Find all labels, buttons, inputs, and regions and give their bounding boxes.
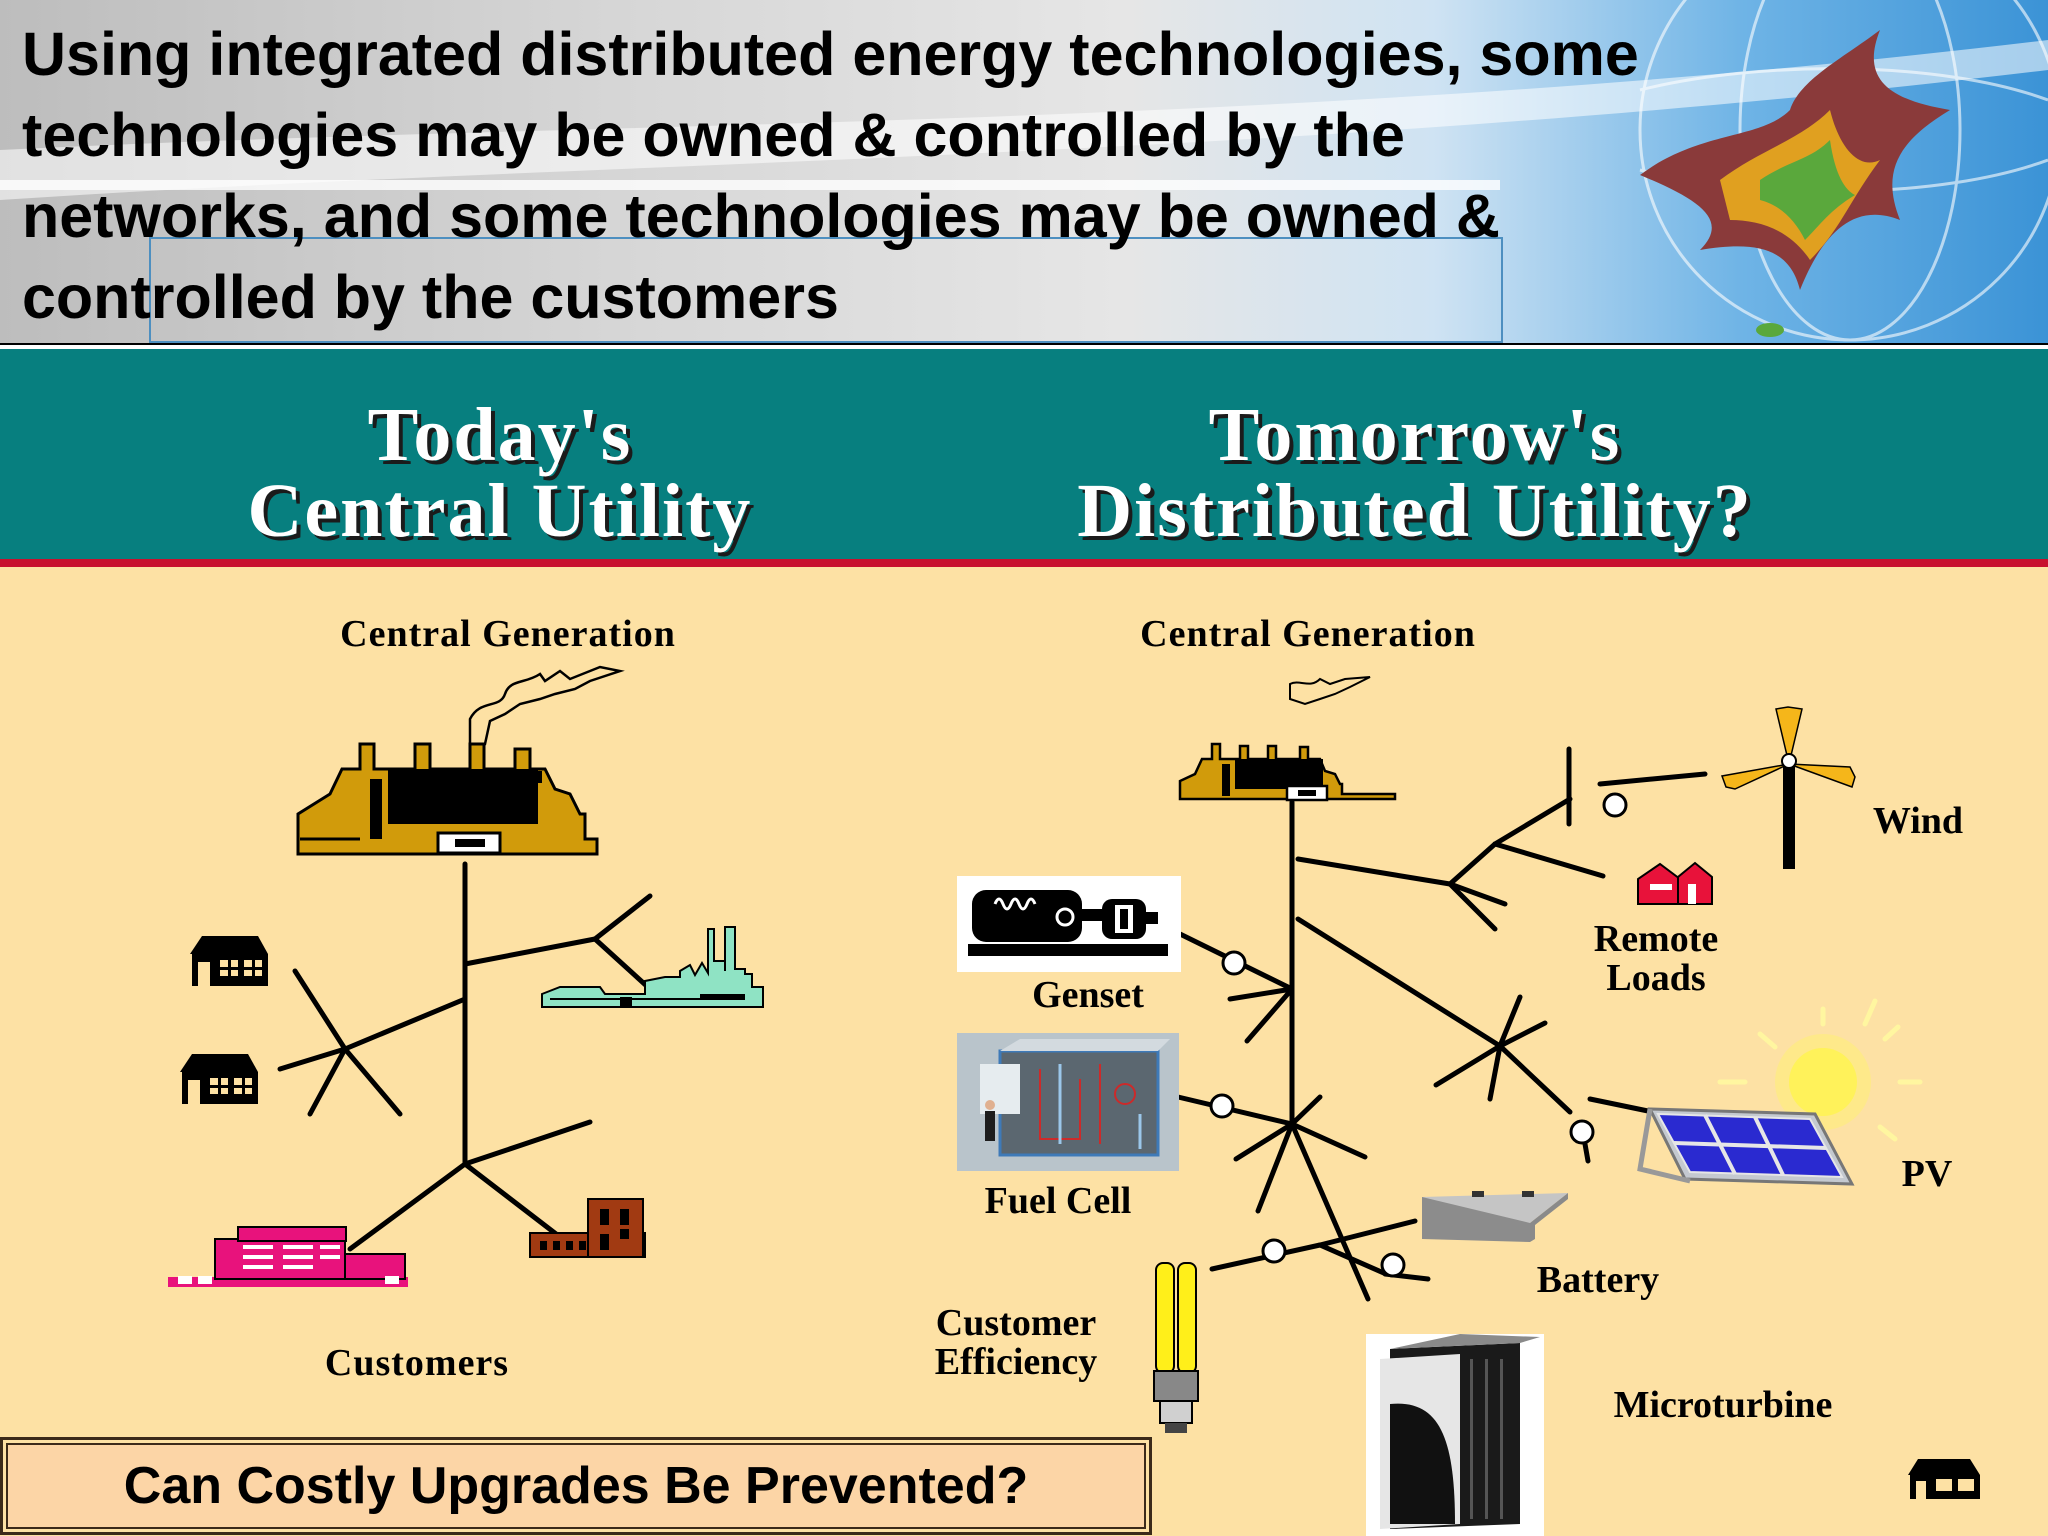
- house-icon: [1908, 1459, 1980, 1499]
- upgrade-question-box: Can Costly Upgrades Be Prevented?: [0, 1437, 1152, 1535]
- remote-loads-label-line1: Remote: [1594, 918, 1718, 960]
- today-central-generation-label: Central Generation: [340, 613, 676, 655]
- barn-icon: [1638, 863, 1712, 904]
- battery-icon: [1422, 1191, 1568, 1242]
- genset-icon: [957, 876, 1181, 972]
- slide-body: Today's Central Utility Tomorrow's Distr…: [0, 349, 2048, 1536]
- house-icon: [180, 1054, 258, 1104]
- header-divider: [0, 343, 2048, 345]
- slide-header: Using integrated distributed energy tech…: [0, 0, 2048, 345]
- upgrade-question: Can Costly Upgrades Be Prevented?: [124, 1456, 1028, 1516]
- factory-icon: [542, 927, 763, 1007]
- slide-title: Using integrated distributed energy tech…: [22, 14, 1662, 338]
- battery-label: Battery: [1537, 1259, 1659, 1301]
- genset-label: Genset: [1032, 974, 1144, 1016]
- wind-label: Wind: [1873, 800, 1963, 842]
- fuel-cell-icon: [957, 1033, 1179, 1171]
- power-plant-icon: [1180, 677, 1395, 800]
- fuel-cell-label: Fuel Cell: [985, 1180, 1132, 1222]
- microturbine-icon: [1366, 1334, 1544, 1536]
- distribution-lines: [280, 864, 650, 1249]
- commercial-building-icon: [168, 1227, 408, 1287]
- house-icon: [190, 936, 268, 986]
- power-plant-icon: [298, 744, 597, 854]
- microturbine-label: Microturbine: [1614, 1384, 1833, 1426]
- wind-turbine-icon: [1722, 707, 1855, 869]
- tomorrow-central-generation-label: Central Generation: [1140, 613, 1476, 655]
- smoke-plume-icon: [470, 667, 620, 744]
- customers-label: Customers: [325, 1342, 509, 1384]
- tomorrow-diagram: Central Generation: [935, 613, 1980, 1536]
- remote-loads-label-line2: Loads: [1606, 957, 1705, 999]
- today-diagram: Central Generation: [168, 613, 763, 1384]
- pv-label: PV: [1902, 1153, 1953, 1195]
- utility-diagram: Central Generation: [0, 349, 2048, 1536]
- customer-efficiency-label-line1: Customer: [936, 1302, 1097, 1344]
- customer-efficiency-label-line2: Efficiency: [935, 1341, 1098, 1383]
- cfl-lamp-icon: [1154, 1263, 1198, 1433]
